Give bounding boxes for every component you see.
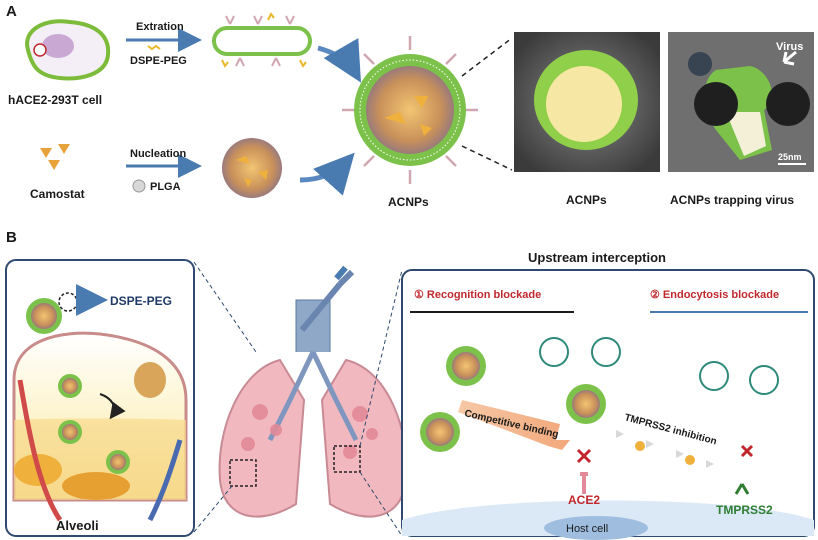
drug-label: Camostat <box>30 187 85 201</box>
lung-illustration <box>218 265 408 518</box>
interception-acnps <box>420 346 606 452</box>
plga-core <box>222 138 282 198</box>
tem-image-trapping-virus <box>668 32 814 172</box>
tmprss2-receptor <box>734 444 754 495</box>
panel-b-label: B <box>6 229 17 246</box>
membrane-vesicle <box>212 12 312 68</box>
tem-image-acnps <box>514 32 660 172</box>
connector-right-top <box>359 269 403 447</box>
tmprss2-inhibitor-chevrons <box>616 430 714 468</box>
extraction-label: Extration <box>136 21 184 33</box>
lipid-icon <box>147 44 161 51</box>
polymer-icon <box>132 179 146 193</box>
zoom-line-bottom <box>461 145 513 171</box>
lipid-label: DSPE-PEG <box>130 55 187 67</box>
acnp-particle <box>342 36 478 184</box>
interception-panel <box>401 269 815 540</box>
tmprss2-label: TMPRSS2 <box>716 503 773 517</box>
cell-label: hACE2-293T cell <box>8 93 102 107</box>
dspe-label: DSPE-PEG <box>110 294 172 308</box>
competitive-arrow <box>458 400 570 450</box>
zoom-line-top <box>461 37 513 77</box>
alveoli-panel <box>5 259 195 537</box>
hace2-cell-illustration <box>25 19 111 81</box>
nucleation-label: Nucleation <box>130 148 187 160</box>
ace2-receptor <box>576 448 592 494</box>
upstream-title: Upstream interception <box>528 250 666 265</box>
endocytosis-label: ② Endocytosis blockade <box>650 289 779 301</box>
virus-label: Virus <box>776 41 803 53</box>
panel-a-label: A <box>6 3 17 20</box>
recognition-label: ① Recognition blockade <box>414 289 541 301</box>
core-to-acnp-arrow <box>299 152 355 196</box>
alveoli-acnp-small <box>26 292 130 474</box>
virus-particles <box>539 337 779 395</box>
tem2-caption: ACNPs trapping virus <box>670 193 794 207</box>
host-cell-label: Host cell <box>566 523 608 535</box>
vesicle-to-acnp-arrow <box>317 38 362 83</box>
connector-left-top <box>193 261 257 353</box>
polymer-label: PLGA <box>150 181 181 193</box>
connector-right-bottom <box>359 471 403 537</box>
tem1-caption: ACNPs <box>566 193 607 207</box>
ace2-label: ACE2 <box>568 493 600 507</box>
connector-left-bottom <box>193 485 233 533</box>
acnps-label: ACNPs <box>388 195 429 209</box>
camostat-icon <box>40 144 70 170</box>
alveoli-label: Alveoli <box>56 518 99 533</box>
scale-bar-label: 25nm <box>778 152 802 162</box>
